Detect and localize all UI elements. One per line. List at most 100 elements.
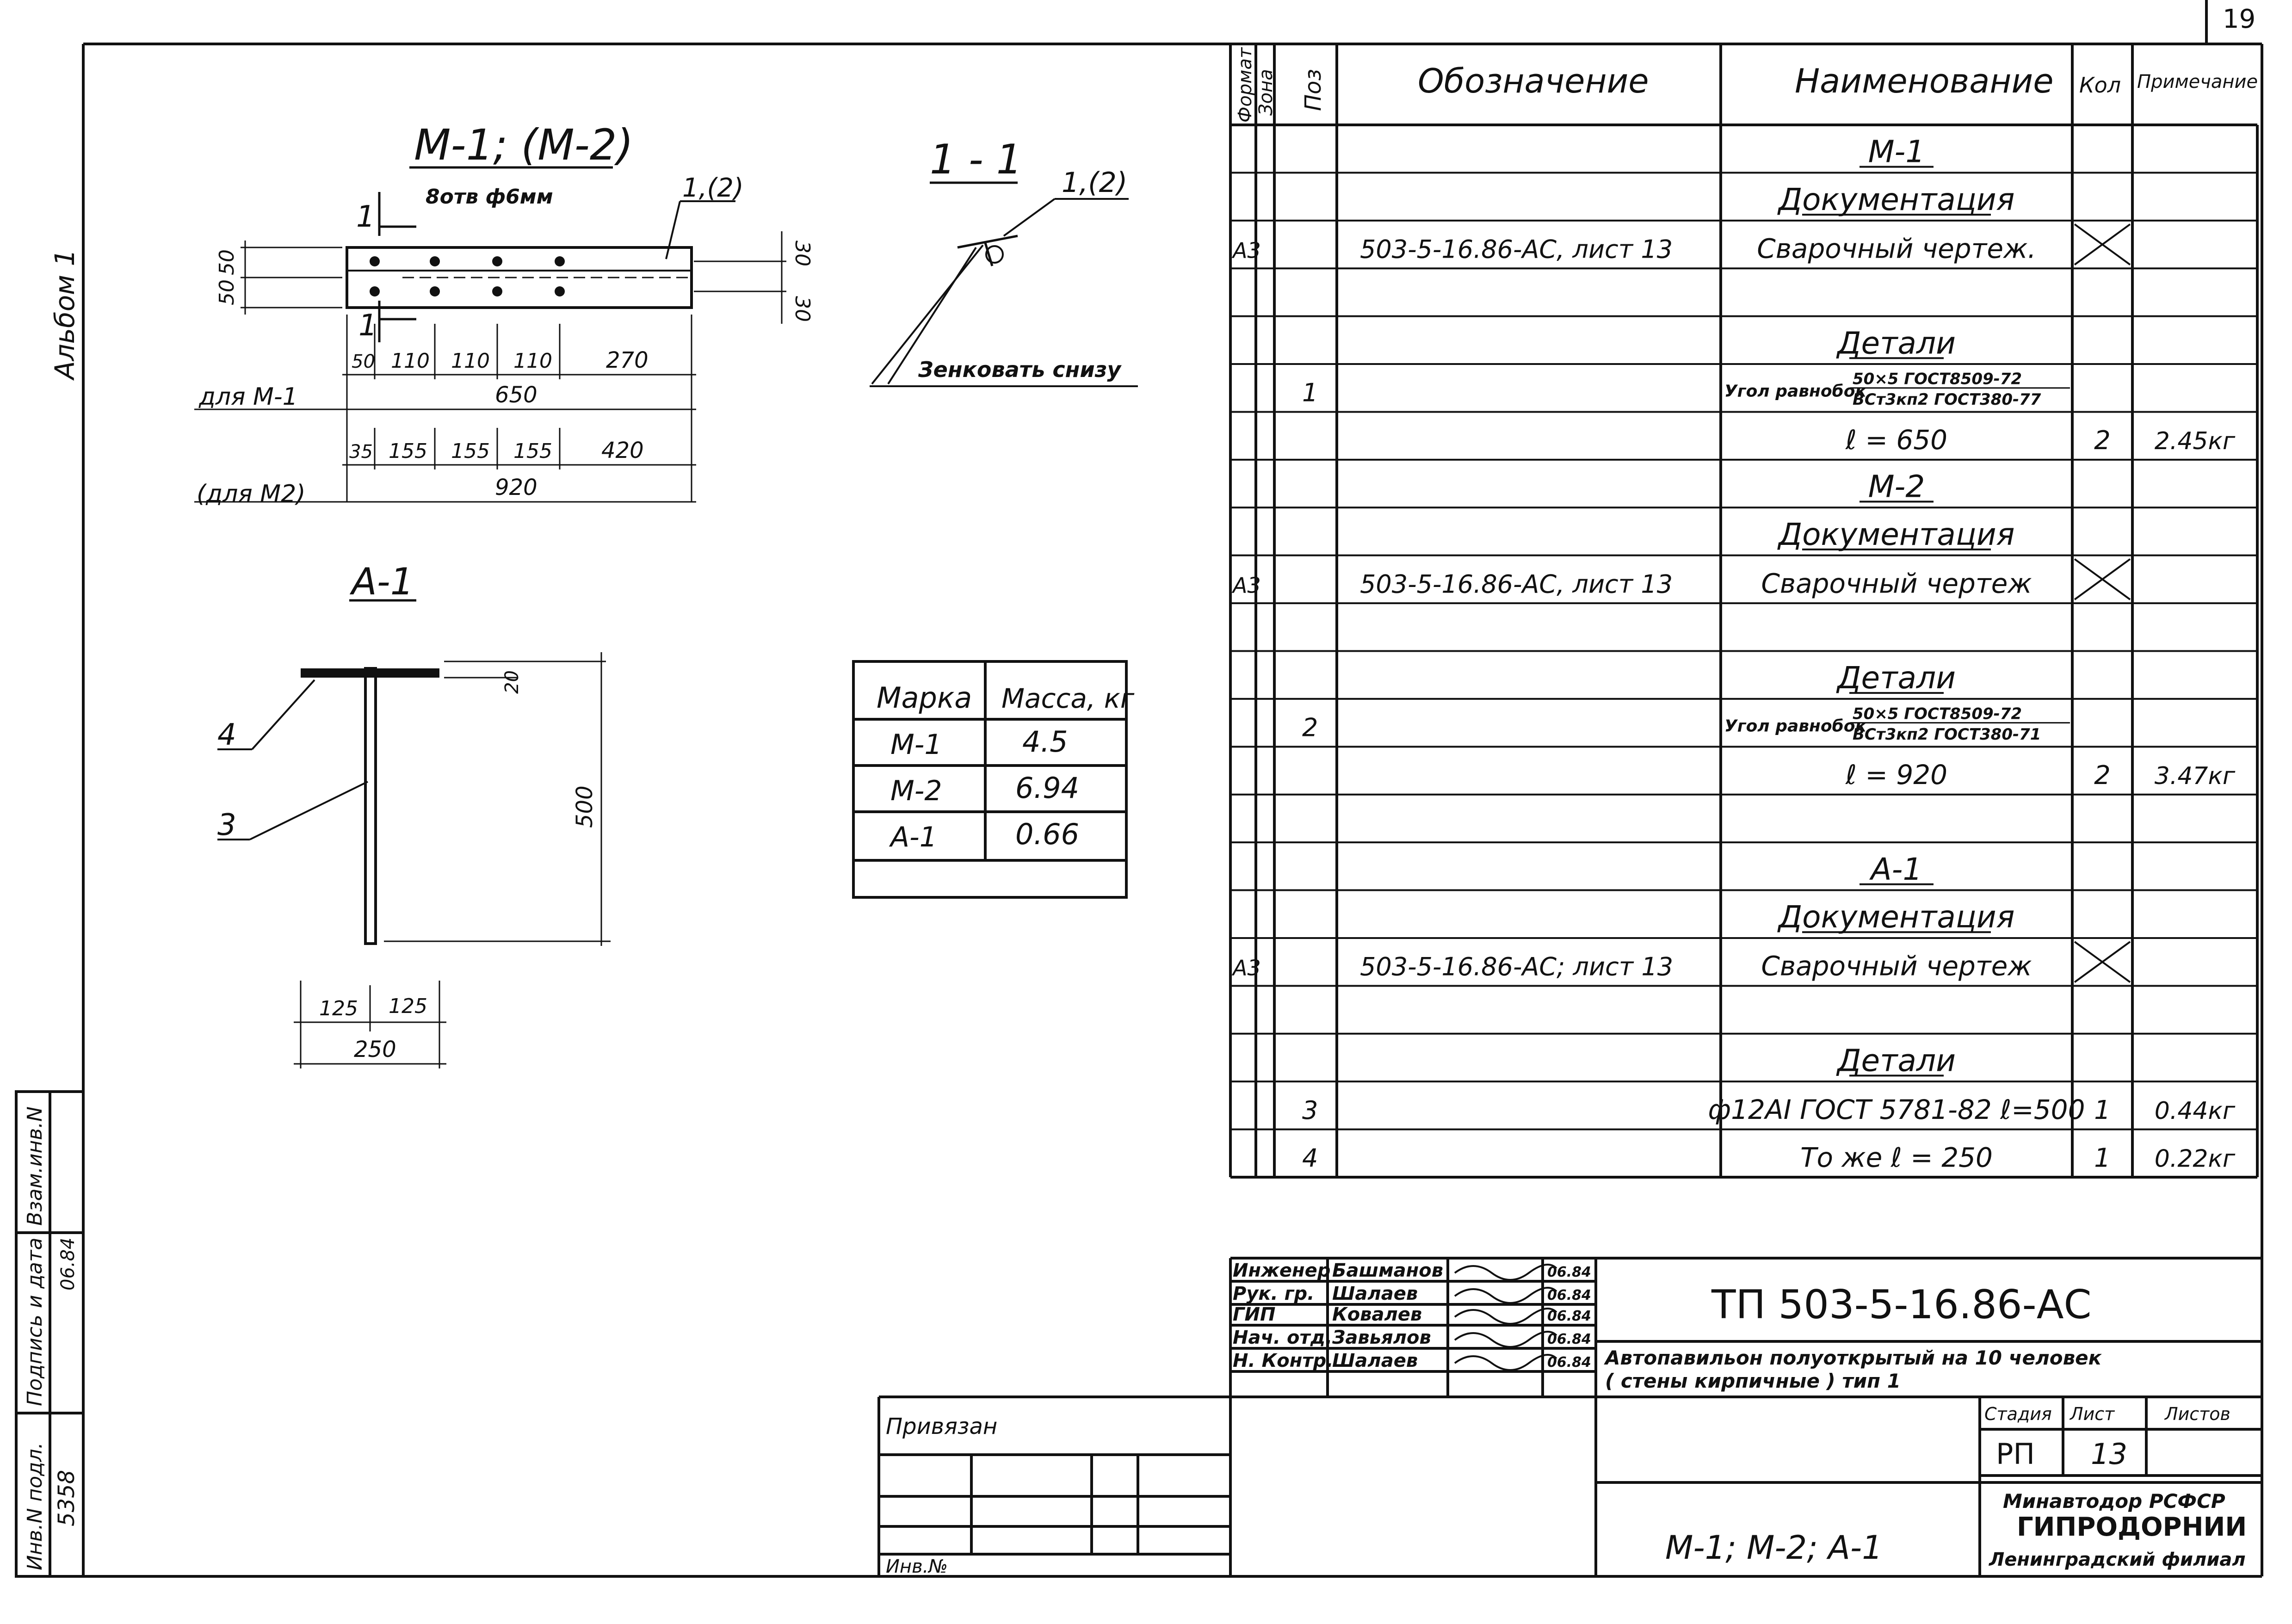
podpis-date: 06.84 — [57, 1237, 79, 1291]
mass-row-1-mark: М-1 — [890, 729, 942, 761]
m1-total: 650 — [495, 382, 537, 408]
spec-cross — [2074, 223, 2131, 266]
marks-list: М-1; М-2; А-1 — [1665, 1529, 1883, 1567]
m2-total: 920 — [495, 475, 537, 500]
m1-dim-5: 270 — [606, 347, 649, 373]
a1-total: 250 — [354, 1037, 396, 1062]
spec-format: А3 — [1231, 238, 1261, 263]
spec-qty: 2 — [2094, 426, 2111, 456]
signature-icon — [1454, 1331, 1557, 1348]
spec-designation: 503-5-16.86-АС, лист 13 — [1360, 569, 1673, 599]
spec-note: 2.45кг — [2155, 427, 2236, 455]
spec-name: Сварочный чертеж. — [1757, 233, 2036, 264]
sheets-label: Листов — [2164, 1404, 2230, 1424]
mass-row-2-mark: М-2 — [890, 775, 942, 807]
spec-format: А3 — [1231, 573, 1261, 598]
vzam-label: Взам.инв.N — [23, 1106, 47, 1226]
a1-title: А-1 — [349, 560, 414, 603]
spec-note: 0.44кг — [2155, 1097, 2236, 1125]
a1-dim-bottom-2: 125 — [389, 994, 427, 1018]
spec-designation: 503-5-16.86-АС, лист 13 — [1360, 235, 1673, 264]
signature-icon — [1454, 1354, 1557, 1371]
spec-note: 0.22кг — [2155, 1145, 2236, 1173]
a1-dim-500: 500 — [572, 785, 598, 828]
staff-role: Инженер — [1233, 1260, 1330, 1281]
label-m2: (для М2) — [197, 480, 306, 508]
sheet-value: 13 — [2091, 1437, 2127, 1471]
mass-row-1-value: 4.5 — [1022, 725, 1068, 759]
spec-header-designation: Обозначение — [1418, 62, 1649, 100]
mass-row-3-mark: А-1 — [889, 821, 937, 853]
spec-name-frac-bot: ВСт3кп2 ГОСТ380-71 — [1853, 725, 2041, 744]
corner-sheet-number: 19 — [2223, 4, 2255, 34]
spec-name: Документация — [1777, 517, 2015, 552]
signature-icon — [1454, 1308, 1557, 1325]
org-line-2: ГИПРОДОРНИИ — [2017, 1512, 2247, 1542]
signature-icon — [1454, 1264, 1557, 1281]
spec-name: Сварочный чертеж — [1761, 568, 2032, 599]
a1-label-3: 3 — [217, 808, 236, 842]
stage-label: Стадия — [1984, 1404, 2052, 1424]
spec-name: М-1 — [1868, 134, 1925, 170]
spec-name: ℓ = 650 — [1845, 424, 1947, 456]
a1-dim-bottom-1: 125 — [319, 997, 358, 1020]
spec-name: Детали — [1836, 660, 1956, 696]
m2-dim-1: 35 — [349, 441, 373, 463]
label-m1: для М-1 — [198, 383, 298, 411]
m1-dim-3: 110 — [451, 349, 490, 373]
spec-cross — [2074, 941, 2131, 983]
spec-qty: 2 — [2094, 760, 2111, 790]
staff-name: Башманов — [1332, 1260, 1443, 1281]
side-dim-2: 30 — [791, 296, 814, 322]
spec-header-name: Наименование — [1795, 62, 2054, 100]
spec-table — [1229, 44, 2259, 1179]
spec-name: ф12АI ГОСТ 5781-82 ℓ=500 — [1708, 1094, 2085, 1125]
org-line-1: Минавтодор РСФСР — [2003, 1490, 2225, 1513]
mass-header-mark: Марка — [877, 681, 972, 715]
inv-podl-value: 5358 — [54, 1470, 80, 1526]
spec-cross — [2074, 558, 2131, 600]
mass-row-2-value: 6.94 — [1015, 771, 1079, 805]
spec-name: Детали — [1836, 325, 1956, 361]
spec-note: 3.47кг — [2155, 762, 2236, 790]
podpis-label: Подпись и дата — [23, 1238, 47, 1406]
spec-name: М-2 — [1868, 469, 1925, 505]
spec-name: Сварочный чертеж — [1761, 951, 2032, 982]
spec-pos: 1 — [1302, 378, 1318, 408]
m1m2-title: М-1; (М-2) — [414, 120, 633, 170]
mass-table: Марка Масса, кг М-1 4.5 М-2 6.94 А-1 0.6… — [852, 660, 1135, 899]
spec-header-format: Формат — [1235, 47, 1256, 123]
holes-note: 8отв ф6мм — [426, 185, 553, 209]
side-dim-1: 30 — [791, 241, 814, 266]
spec-pos: 2 — [1302, 713, 1318, 742]
m1-dim-2: 110 — [391, 349, 430, 373]
a1-dim-20: 20 — [501, 670, 523, 694]
staff-role: ГИП — [1233, 1304, 1275, 1325]
spec-designation: 503-5-16.86-АС; лист 13 — [1360, 952, 1673, 982]
m1m2-drawing: М-1; (М-2) 8отв ф6мм 1,(2) 1 1 50 50 — [194, 120, 814, 508]
spec-name: А-1 — [1869, 852, 1922, 887]
spec-header-qty: Кол — [2079, 73, 2121, 98]
spec-name-frac-top: 50×5 ГОСТ8509-72 — [1853, 704, 2022, 723]
spec-name-frac-top: 50×5 ГОСТ8509-72 — [1853, 370, 2022, 388]
spec-header-zone: Зона — [1255, 69, 1277, 116]
privyazan-label: Привязан — [886, 1414, 997, 1439]
staff-role: Нач. отд. — [1233, 1327, 1332, 1348]
section-title: 1 - 1 — [930, 136, 1022, 183]
mass-header-mass: Масса, кг — [1001, 683, 1135, 714]
m2-dim-5: 420 — [601, 438, 644, 463]
inv-label: Инв.№ — [886, 1556, 948, 1577]
spec-name: Документация — [1777, 182, 2015, 217]
staff-name: Ковалев — [1332, 1304, 1422, 1325]
ref-12-top: 1,(2) — [682, 173, 744, 203]
spec-header-note: Примечание — [2137, 71, 2258, 93]
staff-name: Завьялов — [1332, 1327, 1431, 1348]
section-mark-top: 1 — [356, 200, 375, 234]
sheet-label: Лист — [2069, 1404, 2115, 1424]
spec-pos: 4 — [1302, 1143, 1318, 1173]
m1-dim-4: 110 — [513, 349, 552, 373]
staff-name: Шалаев — [1332, 1350, 1418, 1371]
m2-dim-3: 155 — [451, 439, 490, 463]
spec-name: ℓ = 920 — [1845, 759, 1947, 790]
project-title: Автопавильон полуоткрытый на 10 человек — [1604, 1346, 2102, 1369]
